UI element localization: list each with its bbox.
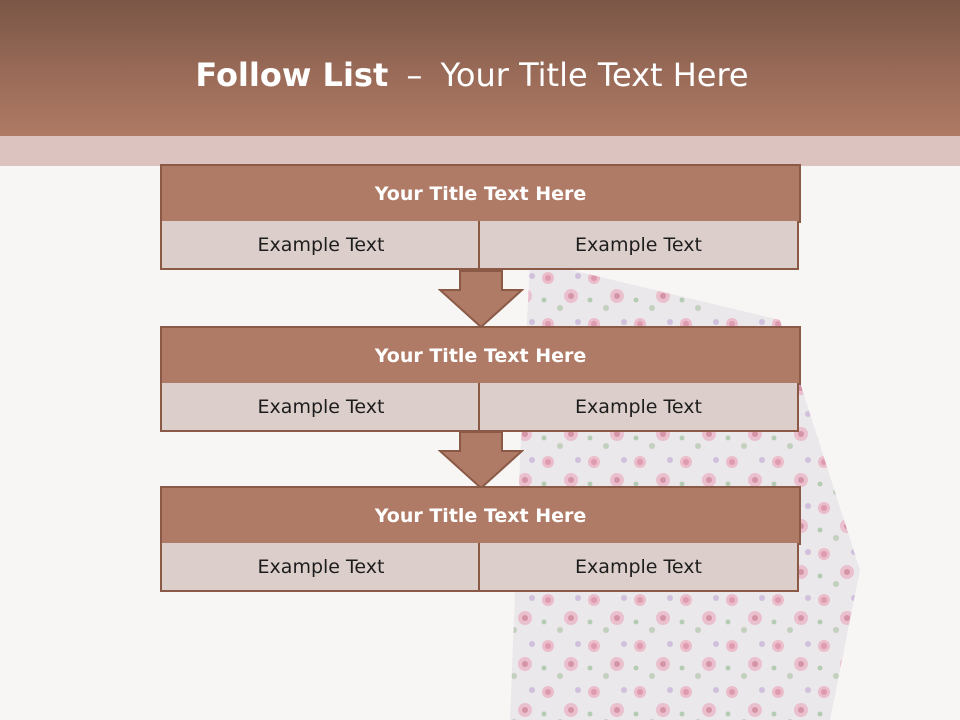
title-separator: – bbox=[406, 56, 423, 94]
title-bold: Follow List bbox=[195, 56, 389, 94]
title-rest: Your Title Text Here bbox=[440, 56, 749, 94]
block-cell-right: Example Text bbox=[480, 383, 799, 432]
block-title: Your Title Text Here bbox=[160, 164, 801, 223]
page-title: Follow List – Your Title Text Here bbox=[0, 52, 944, 98]
list-block-3: Your Title Text Here Example Text Exampl… bbox=[160, 486, 801, 592]
cell-divider bbox=[478, 383, 480, 432]
cell-divider bbox=[478, 221, 480, 270]
block-cell-left: Example Text bbox=[160, 383, 482, 432]
cell-divider bbox=[478, 543, 480, 592]
block-title: Your Title Text Here bbox=[160, 326, 801, 385]
block-cell-left: Example Text bbox=[160, 543, 482, 592]
header-bar bbox=[0, 0, 960, 136]
block-cell-left: Example Text bbox=[160, 221, 482, 270]
block-cell-right: Example Text bbox=[480, 543, 799, 592]
block-cell-right: Example Text bbox=[480, 221, 799, 270]
block-title: Your Title Text Here bbox=[160, 486, 801, 545]
header-strip bbox=[0, 136, 960, 166]
list-block-1: Your Title Text Here Example Text Exampl… bbox=[160, 164, 801, 270]
list-block-2: Your Title Text Here Example Text Exampl… bbox=[160, 326, 801, 432]
down-arrow-icon bbox=[438, 431, 524, 489]
down-arrow-icon bbox=[438, 270, 524, 328]
